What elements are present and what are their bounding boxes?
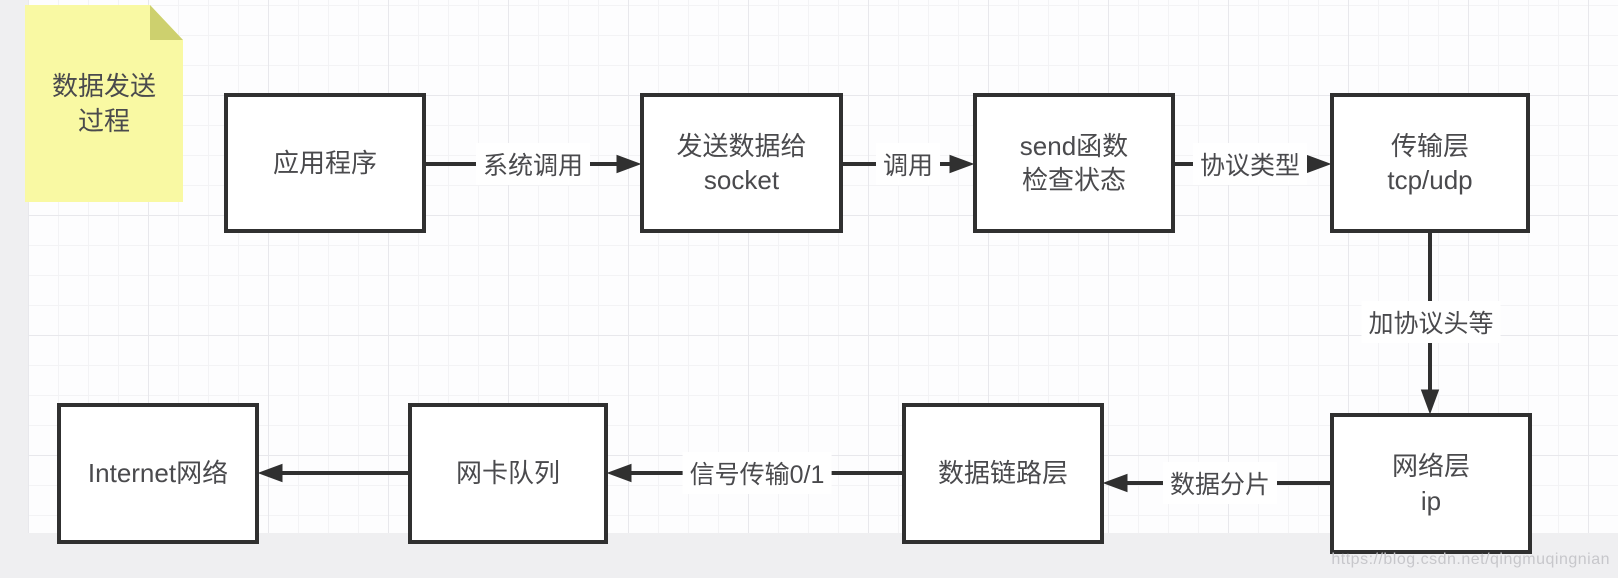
node-send-function-check: send函数 检查状态	[973, 93, 1175, 233]
node-send-data-to-socket-label: 发送数据给 socket	[676, 130, 807, 195]
edge-label-system-call: 系统调用	[475, 143, 591, 185]
node-send-function-check-label: send函数 检查状态	[1019, 130, 1129, 195]
node-send-data-to-socket: 发送数据给 socket	[640, 93, 843, 233]
node-transport-layer-label: 传输层 tcp/udp	[1387, 130, 1473, 195]
node-application: 应用程序	[224, 93, 426, 233]
sticky-note-label: 数据发送 过程	[51, 71, 156, 136]
node-internet: Internet网络	[57, 403, 259, 544]
edge-label-signal-transmission: 信号传输0/1	[682, 452, 832, 494]
node-network-layer-label: 网络层 ip	[1391, 451, 1470, 516]
node-nic-queue-label: 网卡队列	[455, 458, 560, 489]
node-transport-layer: 传输层 tcp/udp	[1330, 93, 1530, 233]
node-network-layer: 网络层 ip	[1330, 413, 1532, 554]
node-nic-queue: 网卡队列	[408, 403, 608, 544]
edge-label-protocol-type: 协议类型	[1192, 143, 1308, 185]
edge-label-add-protocol-header: 加协议头等	[1361, 301, 1501, 343]
node-data-link-layer-label: 数据链路层	[937, 458, 1068, 489]
node-internet-label: Internet网络	[87, 458, 229, 489]
csdn-watermark: https://blog.csdn.net/qingmuqingnian	[1331, 551, 1610, 568]
edge-label-data-fragmentation: 数据分片	[1162, 462, 1278, 504]
edge-label-call: 调用	[875, 143, 941, 185]
node-data-link-layer: 数据链路层	[902, 403, 1104, 544]
grid-canvas	[28, 0, 1618, 533]
node-application-label: 应用程序	[272, 147, 377, 178]
